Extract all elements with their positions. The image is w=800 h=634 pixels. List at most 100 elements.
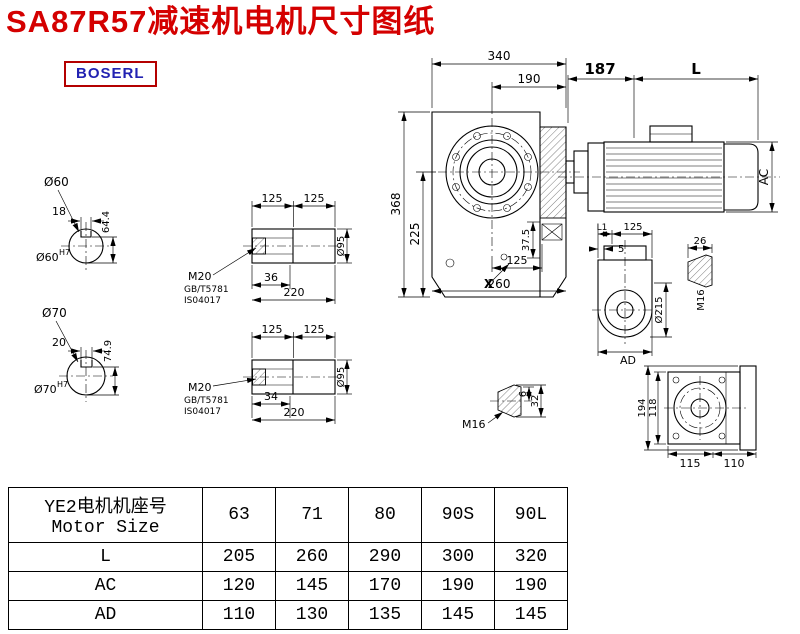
dim-220-text-2: 220 [284, 406, 305, 419]
table-row-L: L 205 260 290 300 320 [8, 542, 568, 572]
cell-AC-63: 120 [202, 571, 276, 601]
dim-L1-text: L1 [597, 223, 608, 233]
cell-L-80: 290 [348, 542, 422, 572]
dim-118: 118 [648, 371, 666, 445]
keyway-60 [80, 230, 92, 238]
dim-340-text: 340 [488, 49, 511, 63]
dim-37-5-text: 37.5 [521, 229, 532, 251]
label-dia70h7: Ø70 H7 [34, 380, 68, 396]
dim-115-text: 115 [680, 457, 701, 470]
cell-AD-90S: 145 [421, 600, 495, 630]
dim-194-text: 194 [637, 398, 648, 417]
dim-AD: AD [597, 312, 653, 367]
dim-187-text: 187 [584, 60, 615, 78]
dim-6: 6 [518, 386, 534, 401]
label-dia60h7: Ø60 H7 [36, 248, 70, 264]
dim-125-flange-text: 125 [507, 254, 528, 267]
label-m16-plug-text: M16 [462, 418, 486, 431]
dim-125-flange: 125 [491, 244, 543, 272]
label-m20-2: M20 GB/T5781 IS04017 [184, 377, 257, 417]
label-m16-side: M16 [696, 289, 707, 310]
output-shaft-view-1: 125 125 M20 GB/T5781 IS04017 36 220 Ø95 [184, 192, 352, 306]
face-flange [739, 365, 757, 451]
table-col-71: 71 [275, 487, 349, 543]
cell-AC-90S: 190 [421, 571, 495, 601]
table-row-AD: AD 110 130 135 145 145 [8, 600, 568, 630]
dim-74-9-text: 74.9 [103, 340, 114, 362]
brand-logo: BOSERL [64, 61, 157, 87]
gearbox-front-view: 340 190 368 225 37.5 125 26 [389, 49, 580, 298]
dim-36-text: 36 [264, 271, 278, 284]
dim-dia95-1: Ø95 [335, 228, 352, 264]
dia70h7-text: Ø70 [34, 383, 57, 396]
dim-20-text: 20 [52, 336, 66, 349]
dim-125-a: 125 [262, 192, 283, 205]
cell-AD-71: 130 [275, 600, 349, 630]
dim-26-text: 26 [694, 236, 707, 247]
dim-6-text: 6 [518, 391, 529, 397]
dim-dia215: Ø215 [650, 282, 672, 338]
shaft-section-70: Ø70 20 74.9 Ø70 H7 [34, 306, 119, 402]
dim-dia95-text-2: Ø95 [335, 367, 347, 388]
label-x-text: X [484, 277, 494, 291]
dim-125-125-2: 125 125 [251, 323, 336, 358]
dim-AC: AC [726, 141, 778, 213]
table-col-63: 63 [202, 487, 276, 543]
label-x: X [484, 263, 510, 291]
gearbox-hatch [539, 126, 567, 219]
iso-text-1: IS04017 [184, 296, 221, 306]
breather-plug-side [687, 254, 713, 288]
dim-dia215-text: Ø215 [653, 297, 665, 324]
label-m20-1: M20 GB/T5781 IS04017 [184, 247, 257, 306]
dim-dia95-text-1: Ø95 [335, 236, 347, 257]
table-col-90S: 90S [421, 487, 495, 543]
row-label-AC: AC [8, 571, 203, 601]
dim-125-side-text: 125 [623, 222, 642, 233]
motor-fins [606, 147, 722, 209]
label-dia60: Ø60 [44, 175, 80, 233]
dim-125-d: 125 [304, 323, 325, 336]
dim-190: 190 [491, 72, 566, 114]
cell-AD-80: 135 [348, 600, 422, 630]
dim-AD-text: AD [620, 354, 636, 367]
dim-26: 26 [687, 236, 713, 258]
dim-34: 34 [251, 390, 291, 418]
table-header-en: Motor Size [51, 518, 160, 538]
motor-size-table: YE2电机机座号 Motor Size 63 71 80 90S 90L L 2… [8, 487, 568, 630]
dim-368: 368 [389, 111, 430, 298]
dim-125-b: 125 [304, 192, 325, 205]
dim-260-text: 260 [488, 277, 511, 291]
breather-plug-detail: 6 32 M16 [462, 384, 546, 431]
dim-118-text: 118 [648, 398, 659, 417]
dia60h7-sup: H7 [59, 248, 70, 257]
gearbox-body [431, 111, 567, 298]
fan-cover [723, 143, 759, 211]
table-header-cn: YE2电机机座号 [44, 498, 167, 518]
reducer-side-body [597, 259, 653, 338]
shaft-section-60: Ø60 18 64.4 Ø60 H7 [36, 175, 117, 271]
dim-220-text-1: 220 [284, 286, 305, 299]
dim-64-4-text: 64.4 [101, 211, 112, 233]
table-row-AC: AC 120 145 170 190 190 [8, 571, 568, 601]
m20-text-1: M20 [188, 270, 212, 283]
dim-125-c: 125 [262, 323, 283, 336]
cell-L-90S: 300 [421, 542, 495, 572]
keyway-70 [80, 359, 93, 368]
dim-L-text: L [691, 60, 701, 78]
cell-AC-80: 170 [348, 571, 422, 601]
table-col-90L: 90L [494, 487, 568, 543]
dim-5: 5 [589, 244, 624, 255]
dia60h7-text: Ø60 [36, 251, 59, 264]
cell-L-90L: 320 [494, 542, 568, 572]
dim-225: 225 [408, 171, 436, 297]
dim-220-2: 220 [252, 396, 336, 424]
cell-AD-90L: 145 [494, 600, 568, 630]
cell-AD-63: 110 [202, 600, 276, 630]
dim-AC-text: AC [757, 169, 771, 185]
dim-125-125-1: 125 125 [251, 192, 336, 227]
reducer-face-view: 194 118 115 110 [637, 365, 757, 470]
row-label-L: L [8, 542, 203, 572]
cell-L-71: 260 [275, 542, 349, 572]
motor-side-view: 187 L AC [558, 60, 780, 213]
dim-32-text: 32 [530, 395, 541, 408]
